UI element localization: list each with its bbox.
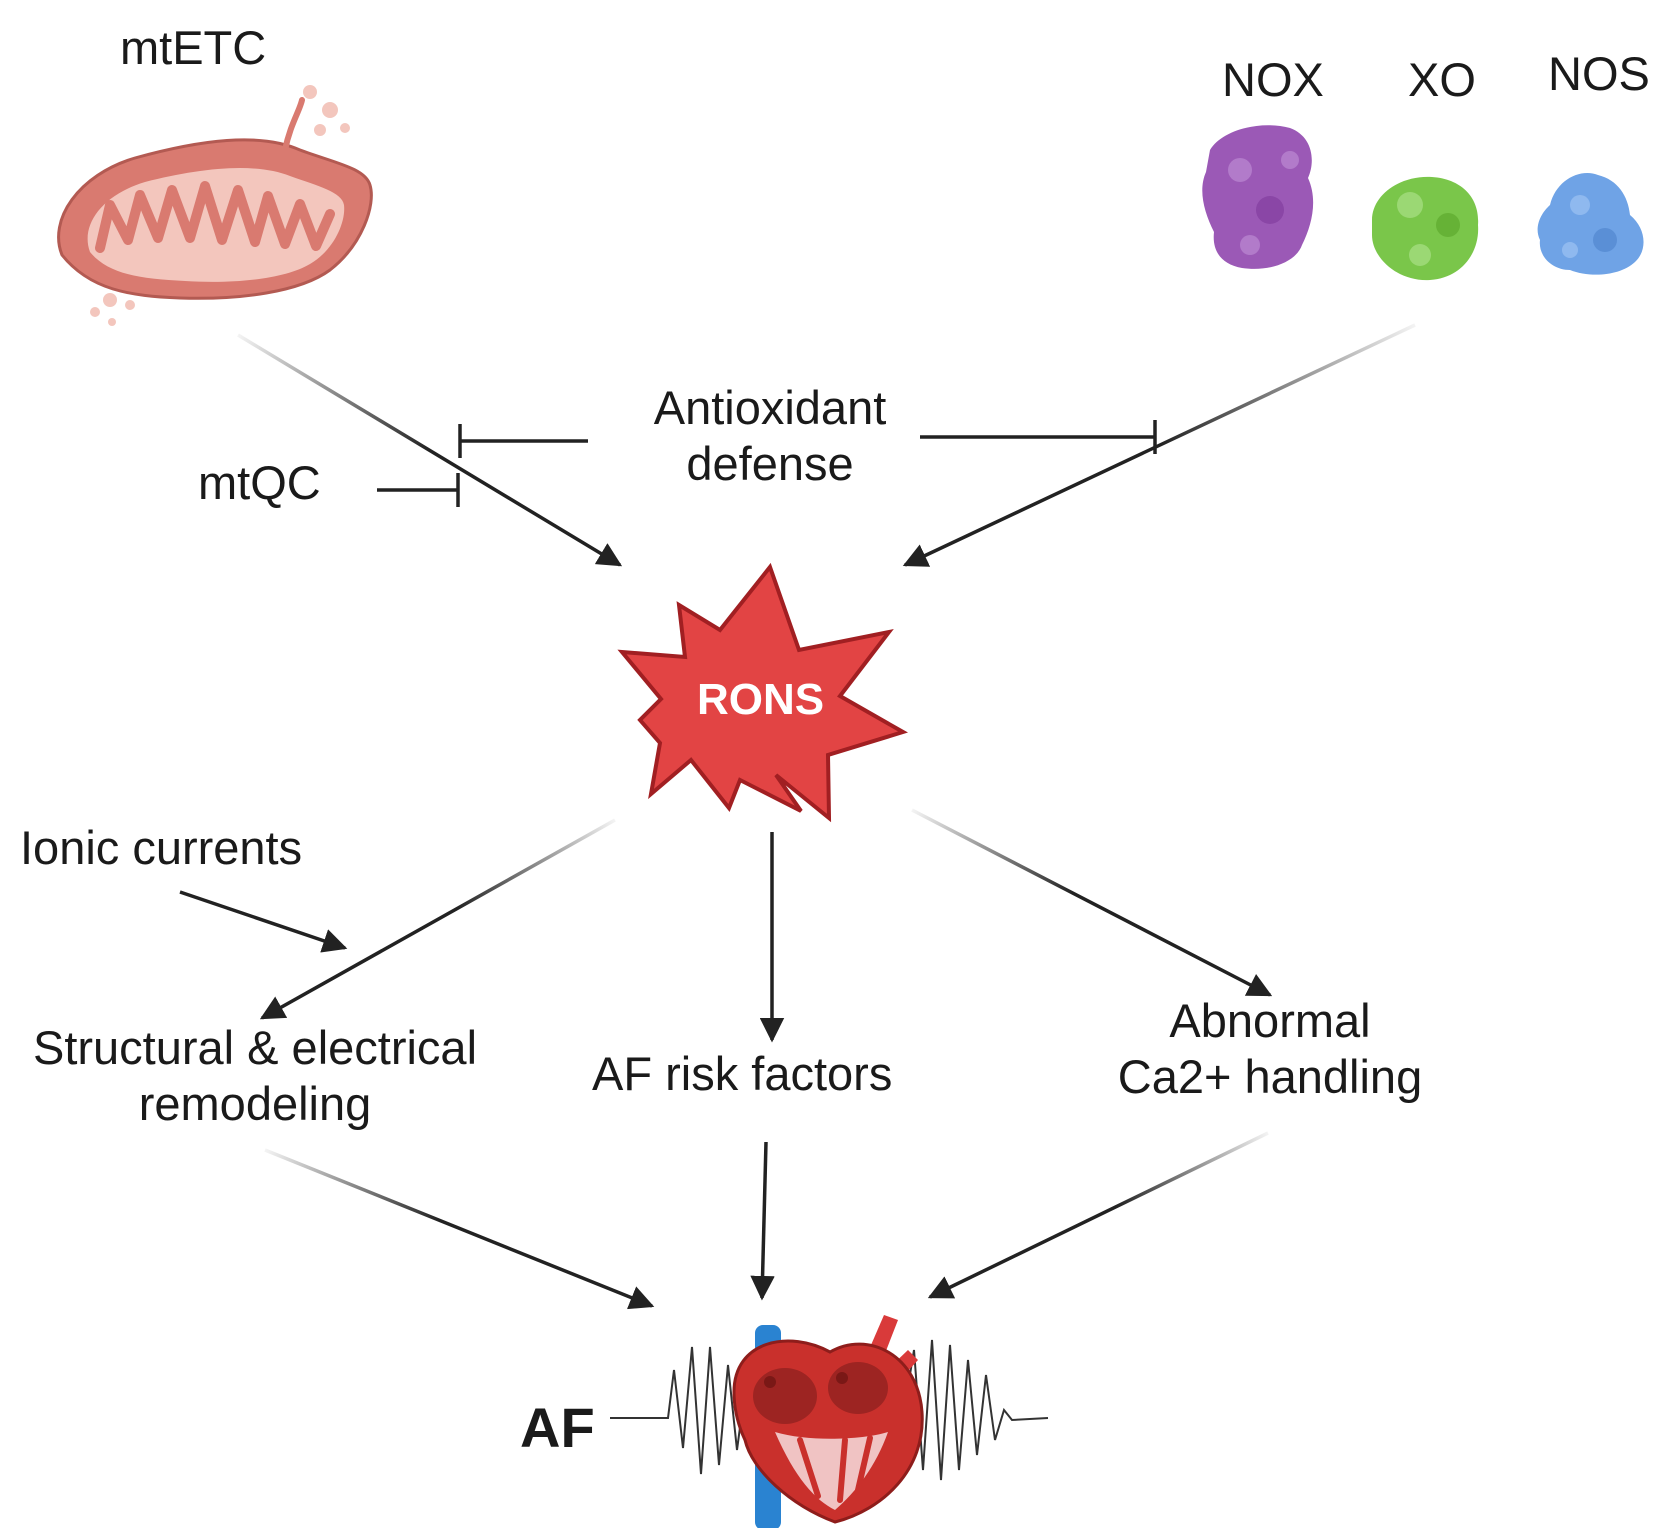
- heart-icon: [732, 1315, 924, 1528]
- inhibit-antioxidant-right: [920, 420, 1157, 454]
- label-mtqc: mtQC: [198, 456, 321, 509]
- label-calcium-handling: Abnormal Ca2+ handling: [1100, 993, 1440, 1105]
- antioxidant-line-2: defense: [686, 437, 854, 490]
- label-antioxidant-defense: Antioxidant defense: [620, 380, 920, 492]
- arrow-remodeling-to-af: [264, 1148, 655, 1310]
- arrow-risk-factors-to-af: [750, 1141, 775, 1301]
- label-af: AF: [520, 1396, 595, 1459]
- label-ionic-currents: Ionic currents: [20, 821, 303, 874]
- label-nox: NOX: [1222, 53, 1324, 106]
- nox-protein-icon: [1202, 125, 1314, 269]
- calcium-line-2: Ca2+ handling: [1117, 1050, 1423, 1103]
- label-xo: XO: [1408, 53, 1476, 106]
- label-af-risk-factors: AF risk factors: [592, 1047, 893, 1100]
- arrow-rons-to-calcium: [911, 808, 1273, 997]
- arrow-ionic-to-remodeling: [179, 890, 348, 953]
- label-remodeling: Structural & electrical remodeling: [10, 1020, 500, 1132]
- arrow-mtetc-to-rons: [237, 333, 623, 567]
- mitochondrion-icon: [57, 85, 373, 326]
- rons-burst-icon: [617, 562, 909, 823]
- label-rons: RONS: [697, 675, 825, 724]
- inhibit-mtqc: [377, 473, 460, 507]
- arrow-rons-to-remodeling: [259, 818, 616, 1020]
- label-nos: NOS: [1548, 47, 1650, 100]
- arrow-calcium-to-af: [927, 1131, 1269, 1299]
- calcium-line-1: Abnormal: [1169, 994, 1371, 1047]
- remodeling-line-1: Structural & electrical: [32, 1021, 478, 1074]
- inhibit-antioxidant-left: [458, 424, 588, 458]
- antioxidant-line-1: Antioxidant: [653, 381, 887, 434]
- label-mtetc: mtETC: [120, 21, 267, 74]
- xo-protein-icon: [1372, 176, 1479, 281]
- arrow-enzymes-to-rons: [902, 323, 1416, 567]
- nos-protein-icon: [1537, 173, 1644, 275]
- remodeling-line-2: remodeling: [138, 1077, 372, 1130]
